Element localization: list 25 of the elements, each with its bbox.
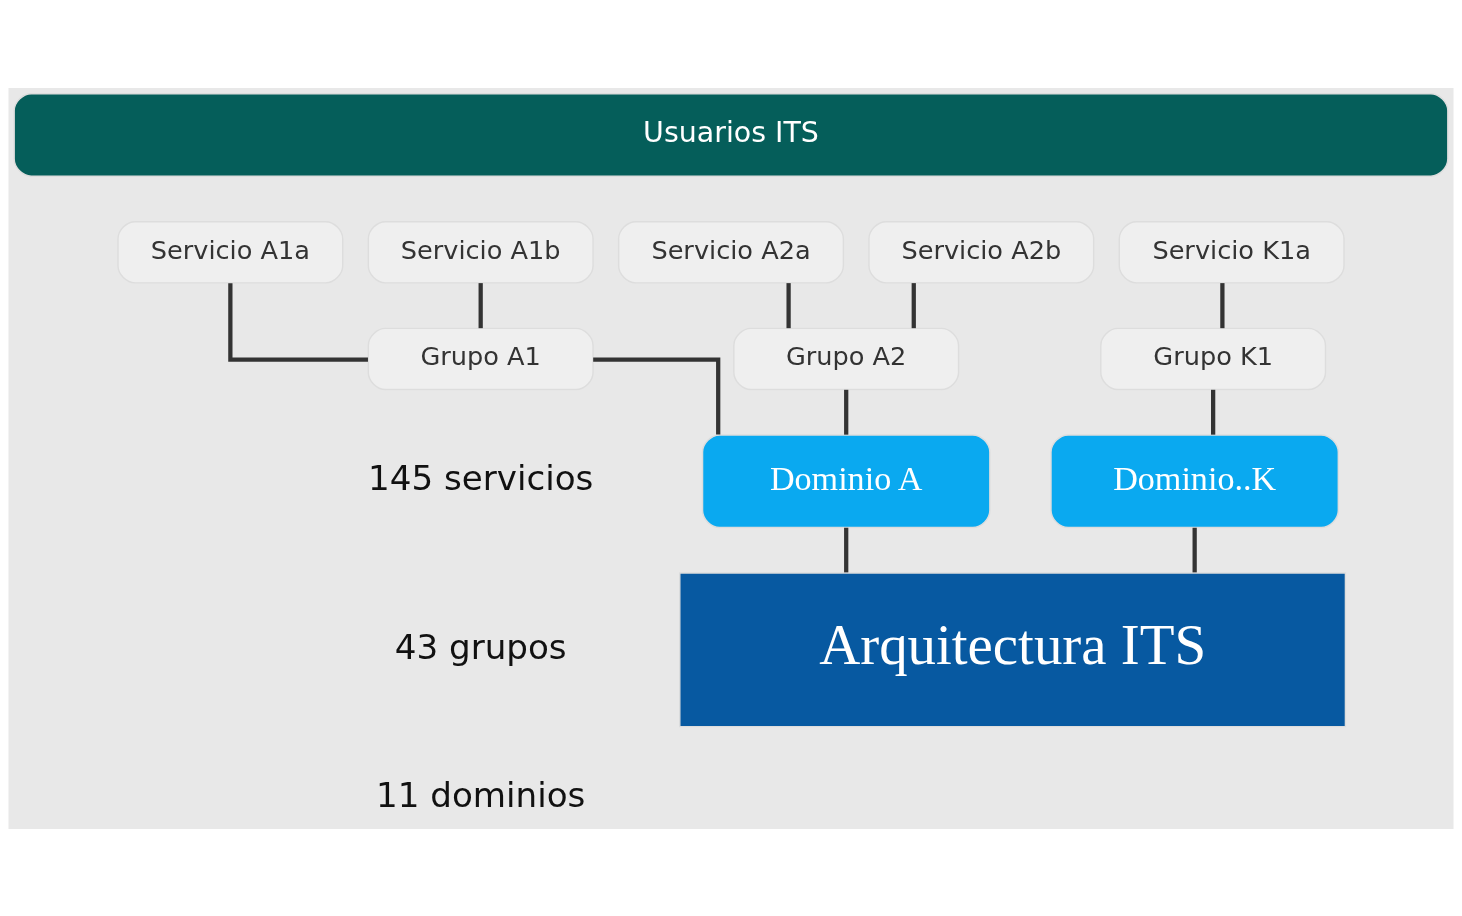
connector	[844, 527, 849, 572]
node-box: Servicio A2b	[868, 220, 1095, 284]
connector	[911, 282, 916, 328]
node-box: Usuarios ITS	[13, 92, 1449, 177]
node-box: Dominio A	[701, 433, 991, 528]
node-box: Arquitectura ITS	[679, 571, 1347, 727]
connector	[1211, 389, 1216, 435]
connector	[844, 389, 849, 435]
node-box: Grupo A2	[733, 327, 960, 390]
node-box: Grupo K1	[1100, 327, 1327, 390]
label: 145 servicios	[367, 457, 594, 498]
node-box: Grupo A1	[367, 327, 594, 390]
node-box: Servicio A1b	[367, 220, 594, 284]
node-box: Dominio..K	[1050, 433, 1339, 528]
label: 11 dominios	[376, 774, 586, 815]
node-box: Servicio A2a	[617, 220, 845, 284]
connector	[593, 357, 721, 435]
node-box: Servicio A1a	[117, 220, 344, 284]
connector	[1220, 282, 1225, 328]
node-box: Servicio K1a	[1118, 220, 1345, 284]
label: 43 grupos	[394, 626, 567, 667]
connector	[1192, 527, 1197, 572]
connector	[228, 282, 368, 362]
connector	[478, 282, 483, 328]
connector	[786, 282, 791, 328]
